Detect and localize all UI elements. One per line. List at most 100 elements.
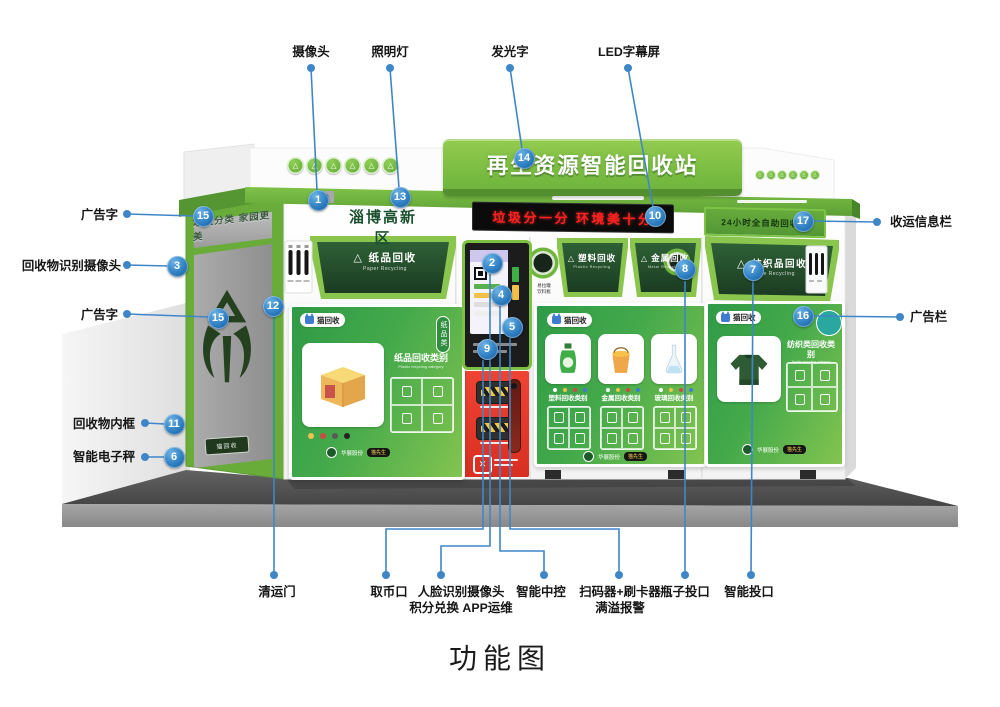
cat-icon (305, 313, 314, 324)
callout-label: 回收物识别摄像头 (21, 259, 121, 273)
teal-badge (816, 310, 842, 336)
led-screen: 垃圾分一分 环境美十分 (472, 201, 674, 234)
poster-textile: 猫回收 纺织类回收类别 Textile recycling category 华… (705, 301, 845, 467)
screen-side-tag (512, 267, 519, 282)
detergent-bottle-illustration (545, 334, 591, 384)
poster-title: 纺织类回收类别 Textile recycling category (787, 340, 835, 364)
callout-label: 取币口 (370, 585, 408, 599)
callout-label: 广告栏 (910, 310, 948, 324)
recycle-icon (382, 157, 399, 174)
recycle-icon (306, 157, 323, 174)
led-text: 垃圾分一分 环境美十分 (492, 209, 654, 228)
category-grid (390, 377, 454, 433)
brand-badge: 猫回收 (547, 313, 592, 327)
hood-paper (310, 236, 456, 299)
recycle-icon (325, 157, 342, 174)
callout-label: 清运门 (258, 585, 296, 599)
x-logo: ✕ (473, 455, 492, 474)
hood-label-paper: 纸品回收 Paper Recycling (323, 250, 447, 272)
callout-label: 摄像头 (292, 45, 330, 59)
region-sign: 淄博高新区 (348, 209, 417, 247)
slot-panel-right (805, 245, 828, 294)
category-cell (601, 428, 622, 449)
poster-column-metal: 金属回收类别 (598, 306, 644, 464)
leaf-logo (742, 444, 753, 455)
category-cell (622, 428, 643, 449)
callout-marker-17: 17 (792, 210, 814, 232)
station-banner: 再生资源智能回收站 (443, 139, 742, 196)
callout-label: 人脸识别摄像头积分兑换 APP运维 (409, 585, 513, 615)
side-big-panel (194, 244, 272, 468)
flask-illustration (651, 334, 697, 384)
page-title: 功能图 (448, 643, 551, 674)
callout-marker-5: 5 (501, 316, 523, 338)
callout-marker-15: 15 (207, 307, 229, 329)
roof-recycle-icons (287, 157, 399, 174)
cardboard-box-illustration (302, 343, 384, 427)
category-cell (812, 387, 837, 411)
leaf-logo (326, 447, 337, 458)
category-cell (787, 363, 812, 387)
recycle-triangle-icon (641, 253, 648, 263)
recycle-icon (788, 170, 798, 180)
category-cell (654, 428, 675, 449)
category-cell (654, 407, 675, 428)
left-wall-shadow (62, 302, 190, 516)
right-side-edge (845, 212, 856, 479)
recycle-triangle-icon (354, 251, 364, 264)
callout-label: 智能中控 (516, 585, 566, 599)
recycle-icon (799, 170, 809, 180)
platform-front (62, 504, 958, 527)
category-cell (601, 407, 622, 428)
recycle-icon (777, 170, 787, 180)
callout-label: 照明灯 (371, 45, 409, 59)
callout-marker-15: 15 (192, 205, 214, 227)
eave-cap (852, 199, 860, 219)
poster-column-plastic: 塑料回收类别 (545, 306, 591, 464)
poster-middle: 猫回收 塑料回收类别 金属回收类别 (534, 303, 707, 467)
category-cell (569, 428, 590, 449)
color-dots (308, 433, 350, 439)
callout-label: 发光字 (491, 45, 529, 59)
paper-side-tag: 纸品类 (436, 316, 450, 353)
category-cell (548, 407, 569, 428)
leaf-logo (583, 451, 594, 462)
cat-icon (721, 310, 730, 322)
recycle-icon (287, 157, 304, 174)
ceiling-light-right (737, 200, 807, 203)
poster-footer: 华展股份 猫先生 (742, 444, 807, 455)
hood-label-textile: 纺织品回收 Textile Recycling (714, 256, 830, 277)
callout-marker-13: 13 (389, 186, 411, 208)
screen-side-tag (512, 285, 519, 300)
category-cell (675, 407, 696, 428)
category-cell (675, 428, 696, 449)
brand-badge: 猫回收 (300, 313, 345, 327)
callout-marker-2: 2 (481, 252, 503, 274)
recycle-triangle-icon (568, 253, 575, 263)
payment-panel: ✕ (456, 371, 529, 477)
poster-footer: 华展股份 猫先生 (326, 447, 391, 458)
callout-marker-16: 16 (792, 305, 814, 327)
paint-bucket-illustration (598, 334, 644, 384)
cat-icon (552, 313, 561, 324)
category-cell (548, 428, 569, 449)
category-cell (391, 405, 422, 432)
recycle-icon (344, 157, 361, 174)
category-cell (812, 363, 837, 387)
callout-marker-14: 14 (513, 147, 535, 169)
category-cell (391, 378, 422, 405)
poster-column-glass: 玻璃回收类别 (651, 306, 697, 464)
callout-marker-12: 12 (262, 295, 284, 317)
callout-label: 智能投口 (724, 585, 774, 599)
callout-label: 收运信息栏 (890, 215, 952, 229)
ceiling-light (552, 196, 644, 200)
roof-recycle-icons-right (755, 170, 820, 180)
sweater-illustration (717, 336, 781, 402)
bottle-port-label: 易拉罐 饮料瓶 (537, 283, 551, 294)
callout-label: 广告字 (80, 208, 118, 222)
callout-marker-4: 4 (490, 284, 512, 306)
hood-label-plastic: 塑料回收 Plastic Recycling (561, 252, 623, 269)
callout-label: 广告字 (80, 308, 118, 322)
callout-marker-1: 1 (307, 189, 329, 211)
category-cell (787, 387, 812, 411)
